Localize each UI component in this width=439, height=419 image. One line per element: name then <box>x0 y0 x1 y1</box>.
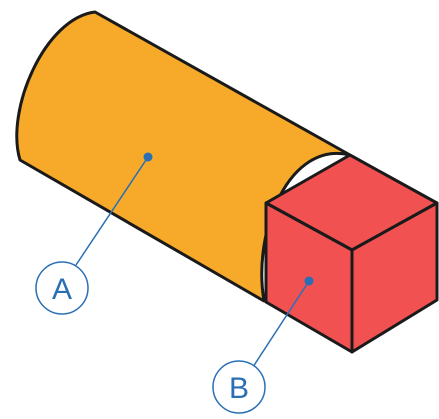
cube-right-face <box>350 201 439 354</box>
label-b-leader-line <box>250 280 310 371</box>
label-b-anchor-dot <box>304 276 314 286</box>
label-b-text: B <box>229 372 249 405</box>
label-a-circle <box>35 261 89 315</box>
label-a-leader-line <box>75 156 149 266</box>
label-a-anchor-dot <box>143 152 153 162</box>
label-a-callout: A <box>35 152 153 315</box>
label-b-circle <box>212 360 266 414</box>
label-b-callout: B <box>212 276 314 414</box>
cube <box>264 153 439 354</box>
label-a-text: A <box>52 273 72 306</box>
